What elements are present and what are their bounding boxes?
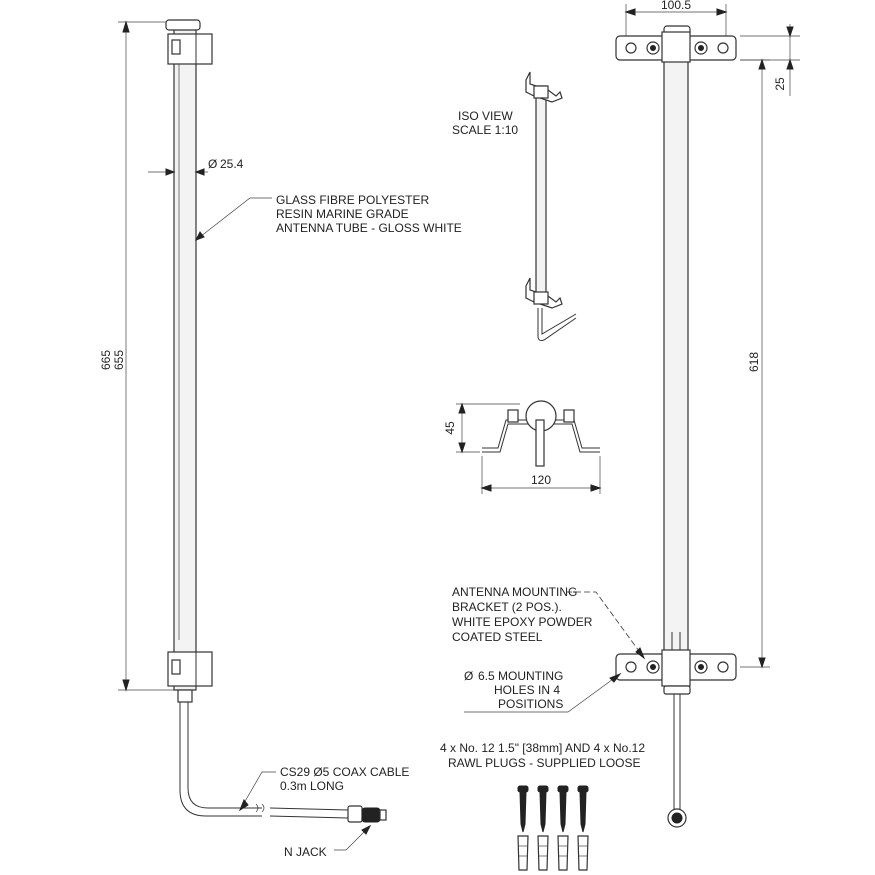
antenna-tube bbox=[173, 23, 197, 691]
bracket-width-label: 100.5 bbox=[661, 0, 691, 12]
bracket-desc-line-1: ANTENNA MOUNTING bbox=[452, 585, 577, 599]
bracket-base-width-label: 120 bbox=[531, 473, 551, 487]
iso-view: ISO VIEW SCALE 1:10 bbox=[452, 71, 577, 341]
holes-desc-line-3: POSITIONS bbox=[498, 697, 563, 711]
bracket-desc-line-3: WHITE EPOXY POWDER bbox=[452, 615, 593, 629]
bracket-desc-line-2: BRACKET (2 POS.). bbox=[452, 600, 562, 614]
top-cap bbox=[165, 19, 201, 31]
tube-leader bbox=[195, 197, 272, 241]
length-665-label: 665 bbox=[99, 350, 113, 370]
rawl-plug-4 bbox=[577, 835, 589, 871]
tube-desc-line-2: RESIN MARINE GRADE bbox=[276, 207, 409, 221]
rawl-plug-3 bbox=[557, 835, 569, 871]
screw-1 bbox=[517, 785, 529, 833]
tube-desc-line-3: ANTENNA TUBE - GLOSS WHITE bbox=[276, 221, 462, 235]
bracket-height-label: 45 bbox=[443, 421, 457, 435]
rawl-plug-1 bbox=[517, 835, 529, 871]
jack-leader bbox=[334, 825, 371, 851]
screws-and-plugs: 4 x No. 12 1.5" [38mm] AND 4 x No.12 RAW… bbox=[440, 741, 645, 871]
holes-desc-line-2: HOLES IN 4 bbox=[494, 683, 560, 697]
holes-diameter-symbol: Ø bbox=[464, 669, 473, 683]
holes-desc-line-1: 6.5 MOUNTING bbox=[478, 669, 563, 683]
side-view: 665 655 Ø 25.4 GLASS FIBRE POLYESTER RES… bbox=[99, 19, 462, 859]
front-view: 100.5 25 bbox=[452, 0, 800, 828]
screws-desc-line-1: 4 x No. 12 1.5" [38mm] AND 4 x No.12 bbox=[440, 741, 645, 755]
bracket-leader bbox=[566, 591, 645, 659]
iso-view-title: ISO VIEW bbox=[458, 109, 513, 123]
length-655-label: 655 bbox=[112, 350, 126, 370]
screw-3 bbox=[557, 785, 569, 833]
n-jack-connector bbox=[347, 805, 363, 823]
bracket-spacing-label: 618 bbox=[747, 352, 761, 372]
screw-4 bbox=[577, 785, 589, 833]
mounting-hole bbox=[625, 661, 637, 673]
screws-desc-line-2: RAWL PLUGS - SUPPLIED LOOSE bbox=[448, 756, 641, 770]
bracket-end-view: 45 120 bbox=[443, 400, 602, 494]
tube-diameter-label: 25.4 bbox=[220, 157, 244, 171]
holes-leader bbox=[464, 673, 621, 713]
tube-desc-line-1: GLASS FIBRE POLYESTER bbox=[276, 193, 429, 207]
bracket-desc-line-4: COATED STEEL bbox=[452, 630, 543, 644]
coax-desc-line-1: CS29 Ø5 COAX CABLE bbox=[280, 765, 409, 779]
coax-cable bbox=[179, 702, 262, 817]
bracket-offset-label: 25 bbox=[773, 77, 787, 91]
bolt-right bbox=[563, 409, 575, 423]
front-tube bbox=[663, 59, 689, 661]
jack-label: N JACK bbox=[284, 845, 327, 859]
rawl-plug-2 bbox=[537, 835, 549, 871]
bolt-left bbox=[507, 409, 519, 423]
iso-tube bbox=[535, 85, 547, 303]
tube-diameter-symbol: Ø bbox=[208, 157, 217, 171]
iso-view-scale: SCALE 1:10 bbox=[452, 123, 518, 137]
screw-2 bbox=[537, 785, 549, 833]
coax-leader bbox=[239, 771, 276, 811]
coax-desc-line-2: 0.3m LONG bbox=[280, 779, 344, 793]
